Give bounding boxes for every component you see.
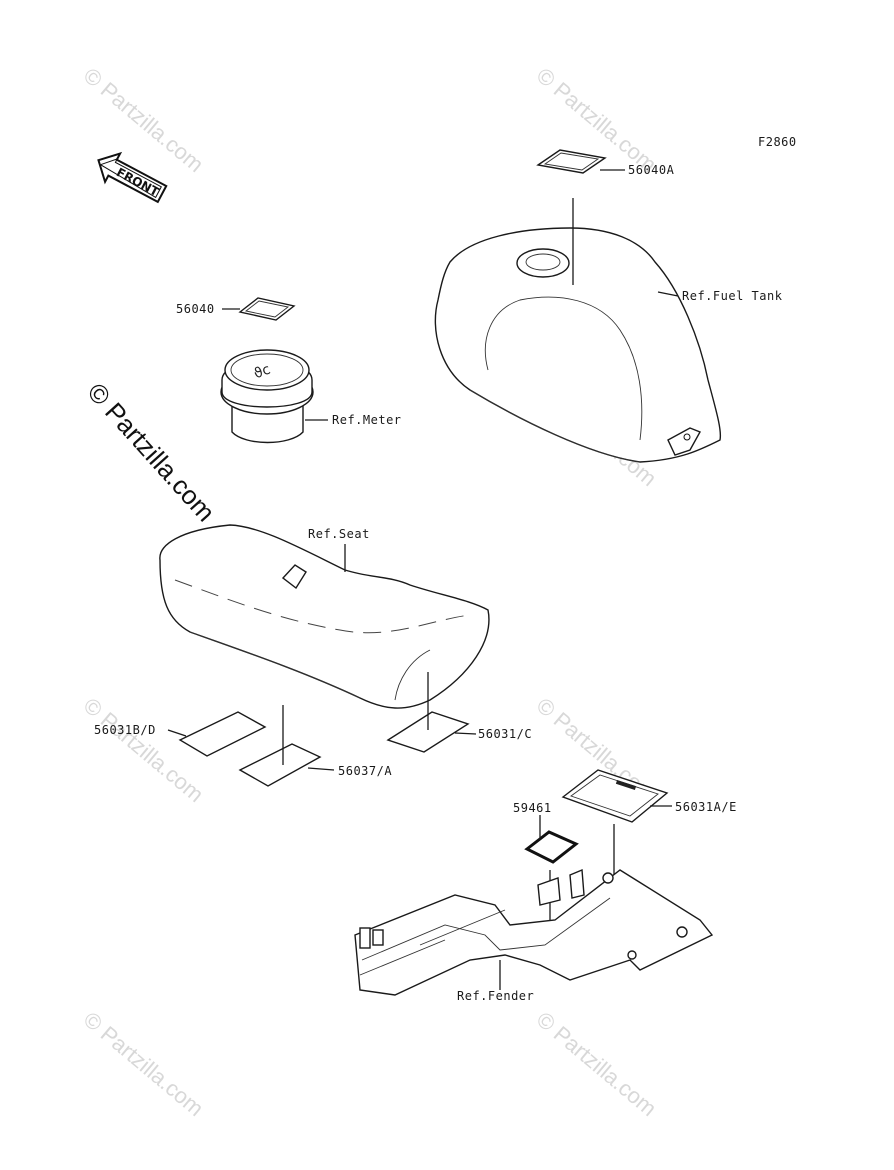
ref-label-fuel-tank: Ref.Fuel Tank — [682, 289, 783, 303]
decal-56040A[interactable] — [536, 149, 607, 174]
decal-56040[interactable] — [238, 297, 296, 321]
figure-code: F2860 — [758, 135, 797, 149]
svg-text:ϑc: ϑc — [252, 362, 273, 383]
part-label-56037A: 56037/A — [338, 764, 392, 778]
part-label-56031AE: 56031A/E — [675, 800, 737, 814]
decal-56031AE[interactable] — [561, 769, 669, 823]
watermark-prominent: © Partzilla.com — [82, 377, 222, 527]
decal-59461[interactable] — [524, 830, 579, 864]
meter-illustration: ϑc — [220, 297, 328, 444]
part-label-56031BD: 56031B/D — [94, 723, 156, 737]
watermark: © Partzilla.com — [79, 693, 209, 807]
watermark: © Partzilla.com — [79, 1007, 209, 1121]
fender-illustration — [354, 769, 714, 996]
decal-56031C[interactable] — [386, 711, 470, 753]
seat-illustration — [159, 524, 490, 787]
ref-label-seat: Ref.Seat — [308, 527, 370, 541]
part-label-56040A: 56040A — [628, 163, 675, 177]
part-label-56040: 56040 — [176, 302, 215, 316]
part-label-56031C: 56031/C — [478, 727, 532, 741]
front-arrow-icon: FRONT — [97, 151, 168, 204]
ref-label-meter: Ref.Meter — [332, 413, 402, 427]
fuel-tank-illustration — [434, 149, 722, 463]
part-label-59461: 59461 — [513, 801, 552, 815]
decal-56037A[interactable] — [238, 743, 322, 787]
ref-label-fender: Ref.Fender — [457, 989, 534, 1003]
watermark: © Partzilla.com — [532, 1007, 662, 1121]
decal-56031BD[interactable] — [178, 711, 267, 757]
